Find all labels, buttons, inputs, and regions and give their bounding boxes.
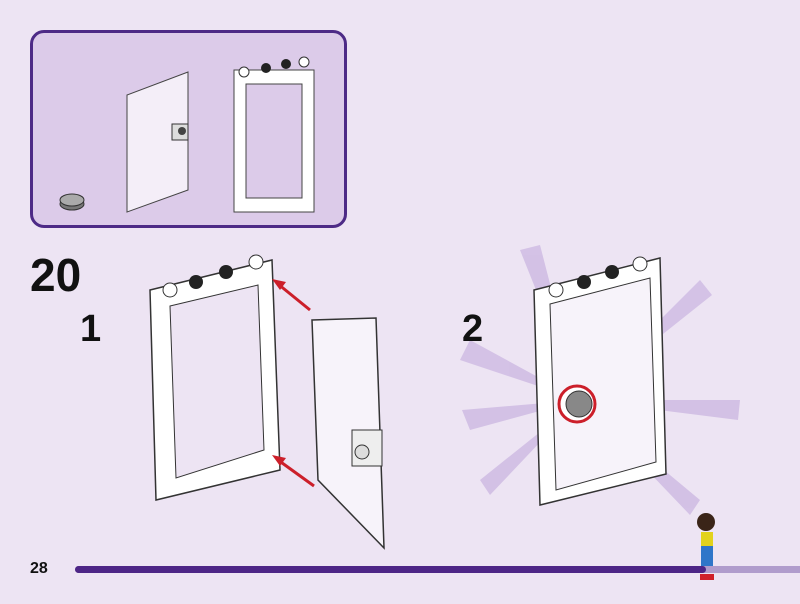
door-frame-icon	[233, 56, 315, 213]
progress-bar	[75, 566, 800, 573]
door-step1	[311, 317, 385, 550]
door-frame-step1	[149, 254, 281, 501]
door-icon	[126, 71, 189, 213]
progress-bar-fill	[75, 566, 706, 573]
step-number: 20	[30, 249, 82, 301]
substep-1-label: 1	[80, 308, 102, 350]
arrow-icon	[272, 279, 315, 488]
round-tile-icon	[59, 193, 85, 211]
page-number: 28	[30, 560, 48, 577]
substep-2-label: 2	[462, 308, 484, 350]
door-frame-step2	[533, 256, 667, 506]
minifigure-icon	[697, 513, 715, 580]
